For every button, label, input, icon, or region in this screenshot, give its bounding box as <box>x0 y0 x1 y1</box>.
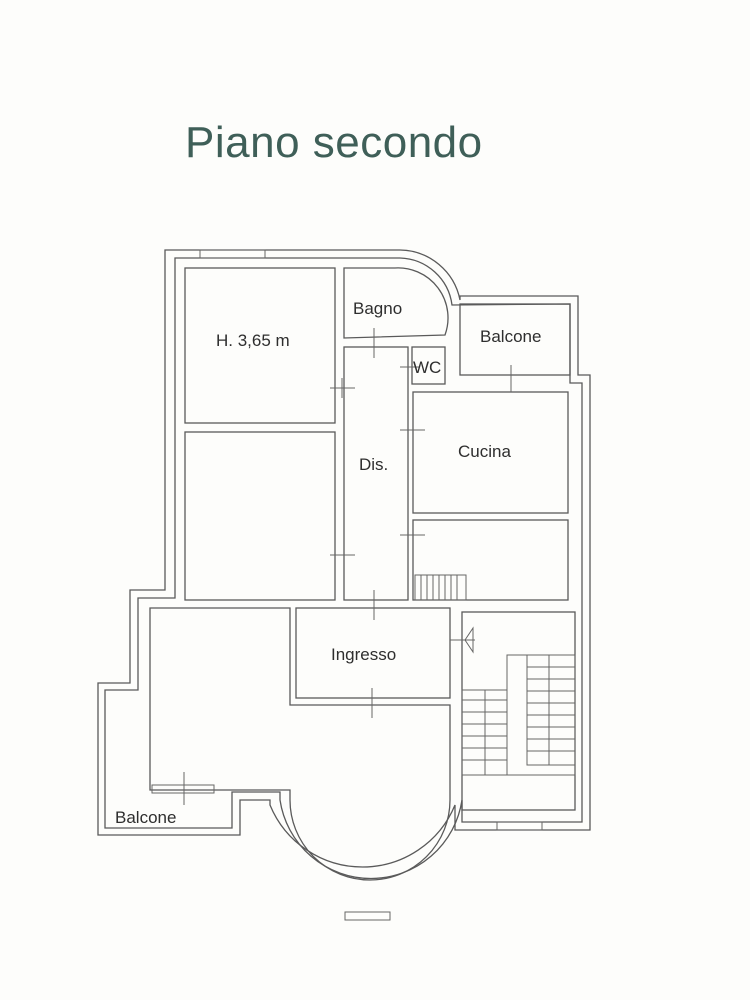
label-balcone-top: Balcone <box>480 327 541 346</box>
label-wc: WC <box>413 358 441 377</box>
windows <box>151 249 543 921</box>
room-wc <box>411 346 446 385</box>
staircase <box>414 574 576 776</box>
plan-title: Piano secondo <box>185 118 483 167</box>
door-marks <box>183 328 512 805</box>
room-bedroom-1 <box>184 267 336 424</box>
label-dis: Dis. <box>359 455 388 474</box>
room-balcone-top <box>459 303 571 376</box>
room-stairwell <box>461 611 576 811</box>
room-bedroom-2 <box>184 431 336 601</box>
outer-walls <box>97 249 591 880</box>
label-balcone-bottom: Balcone <box>115 808 176 827</box>
label-ingresso: Ingresso <box>331 645 396 664</box>
room-living <box>149 607 451 881</box>
room-height-label: H. 3,65 m <box>216 331 290 350</box>
room-dis <box>343 346 409 601</box>
room-storage <box>412 519 569 601</box>
label-cucina: Cucina <box>458 442 511 461</box>
room-bagno <box>343 267 449 339</box>
label-bagno: Bagno <box>353 299 402 318</box>
room-cucina <box>412 391 569 514</box>
room-ingresso <box>295 607 451 699</box>
